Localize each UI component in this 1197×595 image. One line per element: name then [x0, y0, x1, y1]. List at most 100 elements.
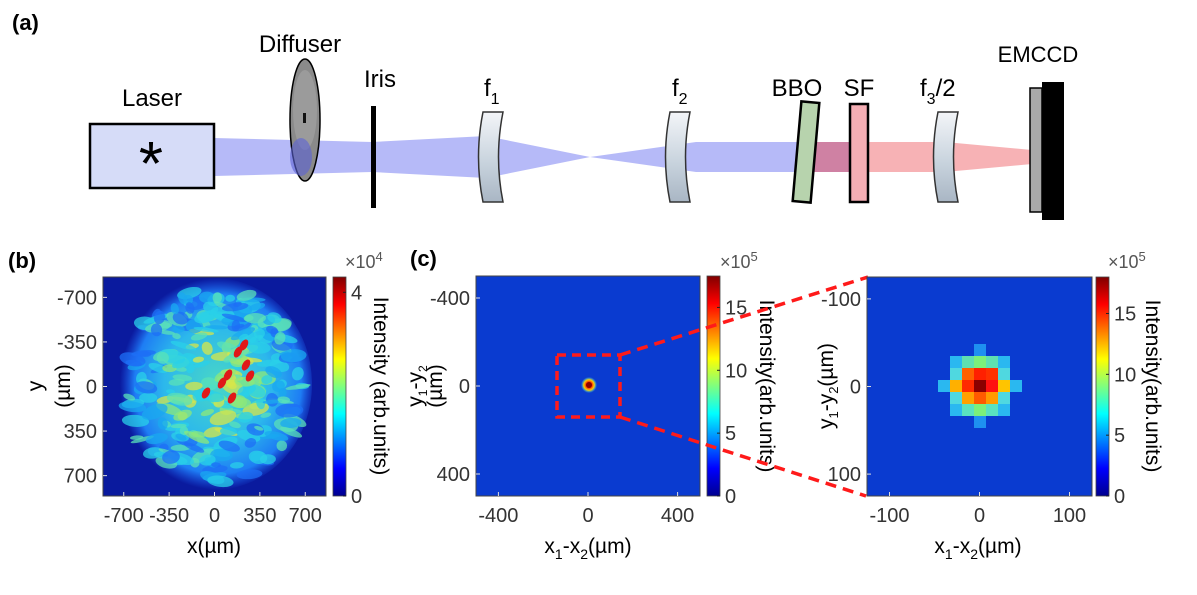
- correlation-y-unit: (µm): [424, 364, 447, 408]
- speckle-grain: [166, 392, 193, 406]
- zoom-pixel: [950, 368, 962, 380]
- zoom-pixel: [950, 392, 962, 404]
- speckle-grain: [243, 315, 254, 322]
- speckle-grain: [173, 409, 192, 421]
- zoom-y-label: y1-y2(µm): [815, 343, 841, 429]
- zoom-colorbar-tick-label: 0: [1114, 486, 1125, 508]
- speckle-grain: [190, 332, 208, 341]
- speckle-grain: [276, 440, 288, 452]
- speckle-grain: [275, 403, 304, 418]
- correlation-colorbar-label: Intensity(arb.units): [755, 300, 778, 473]
- speckle-grain: [248, 450, 268, 465]
- zoom-colorbar: [1095, 276, 1110, 497]
- panel-label-c: (c): [410, 246, 437, 271]
- speckle-grain: [244, 438, 257, 448]
- sf-filter: [848, 102, 870, 204]
- speckle-grain: [172, 333, 181, 340]
- bbo-crystal: [791, 100, 821, 204]
- speckle-hotspot: [239, 339, 249, 351]
- speckle-grain: [238, 411, 254, 423]
- speckle-grain: [121, 414, 150, 427]
- zoom-x-label: x1-x2(µm): [934, 535, 1021, 562]
- speckle-grain: [218, 440, 240, 452]
- speckle-grain: [158, 330, 175, 335]
- zoom-pixel: [950, 380, 962, 392]
- zoom-x-tick-label: -100: [869, 505, 909, 527]
- zoom-pixel: [998, 380, 1010, 392]
- zoom-pixel: [974, 344, 986, 356]
- speckle-hotspot: [241, 359, 251, 371]
- zoom-colorbar-exponent: ×105: [1108, 249, 1146, 272]
- speckle-grain: [246, 341, 271, 354]
- speckle-grain: [193, 326, 219, 333]
- lens-f3: [932, 111, 959, 203]
- speckle-hotspot: [227, 392, 237, 404]
- zoom-colorbar-label: Intensity(arb.units): [1141, 300, 1164, 473]
- speckle-x-tick-label: 0: [209, 505, 220, 527]
- iris-bar: [371, 106, 376, 208]
- speckle-grain: [150, 323, 163, 337]
- speckle-grain: [249, 302, 266, 311]
- zoom-pixel: [962, 404, 974, 416]
- zoom-pixel: [998, 368, 1010, 380]
- speckle-grain: [203, 426, 224, 438]
- speckle-grain: [123, 393, 136, 401]
- speckle-grain: [267, 312, 282, 324]
- speckle-hotspot: [217, 377, 227, 389]
- zoom-pixel: [986, 368, 998, 380]
- speckle-grain: [225, 294, 236, 302]
- speckle-grain: [230, 327, 255, 341]
- speckle-grain: [193, 360, 211, 368]
- speckle-grain: [280, 417, 302, 429]
- speckle-grain: [170, 303, 179, 315]
- speckle-grain: [207, 475, 234, 488]
- speckle-grain: [201, 341, 213, 355]
- zoom-pixel: [998, 356, 1010, 368]
- speckle-grain: [254, 425, 264, 431]
- speckle-grain: [172, 325, 185, 333]
- speckle-colorbar-tick-label: 4: [351, 282, 362, 304]
- zoom-pixel: [938, 380, 950, 392]
- correlation-colorbar-exponent: ×105: [720, 249, 758, 272]
- zoom-colorbar-tick-label: 10: [1114, 364, 1136, 386]
- speckle-grain: [183, 430, 210, 444]
- lens-f2-label: f2: [672, 75, 688, 108]
- speckle-grain: [145, 433, 168, 445]
- zoom-pixel: [974, 404, 986, 416]
- speckle-grain: [221, 302, 249, 312]
- speckle-grain: [209, 410, 237, 426]
- speckle-grain: [265, 366, 282, 379]
- speckle-grain: [221, 313, 247, 322]
- speckle-grain: [231, 319, 241, 332]
- speckle-grain: [156, 351, 169, 364]
- zoom-pixel: [974, 356, 986, 368]
- zoom-pixel: [986, 380, 998, 392]
- correlation-colorbar-tick-label: 5: [725, 423, 736, 445]
- speckle-grain: [183, 442, 205, 453]
- zoom-pixel: [998, 404, 1010, 416]
- speckle-grain: [203, 301, 219, 315]
- speckle-grain: [139, 392, 158, 403]
- speckle-grain: [229, 421, 241, 429]
- speckle-grain: [200, 409, 215, 417]
- zoom-pixel: [950, 356, 962, 368]
- speckle-grain: [262, 399, 283, 404]
- lens-f2: [664, 111, 691, 203]
- speckle-y-tick-label: -700: [57, 287, 97, 309]
- laser-label: Laser: [122, 85, 182, 112]
- speckle-grain: [256, 396, 266, 410]
- speckle-grain: [130, 435, 144, 440]
- zoom-pixel: [986, 404, 998, 416]
- bbo-label: BBO: [772, 75, 823, 102]
- speckle-y-label-1: y: [24, 380, 47, 391]
- correlation-x-tick-label: 400: [661, 505, 694, 527]
- speckle-grain: [170, 340, 197, 351]
- zoom-region-box: [555, 353, 622, 419]
- zoom-pixel: [962, 368, 974, 380]
- diffuser-beam-spot: [290, 138, 312, 176]
